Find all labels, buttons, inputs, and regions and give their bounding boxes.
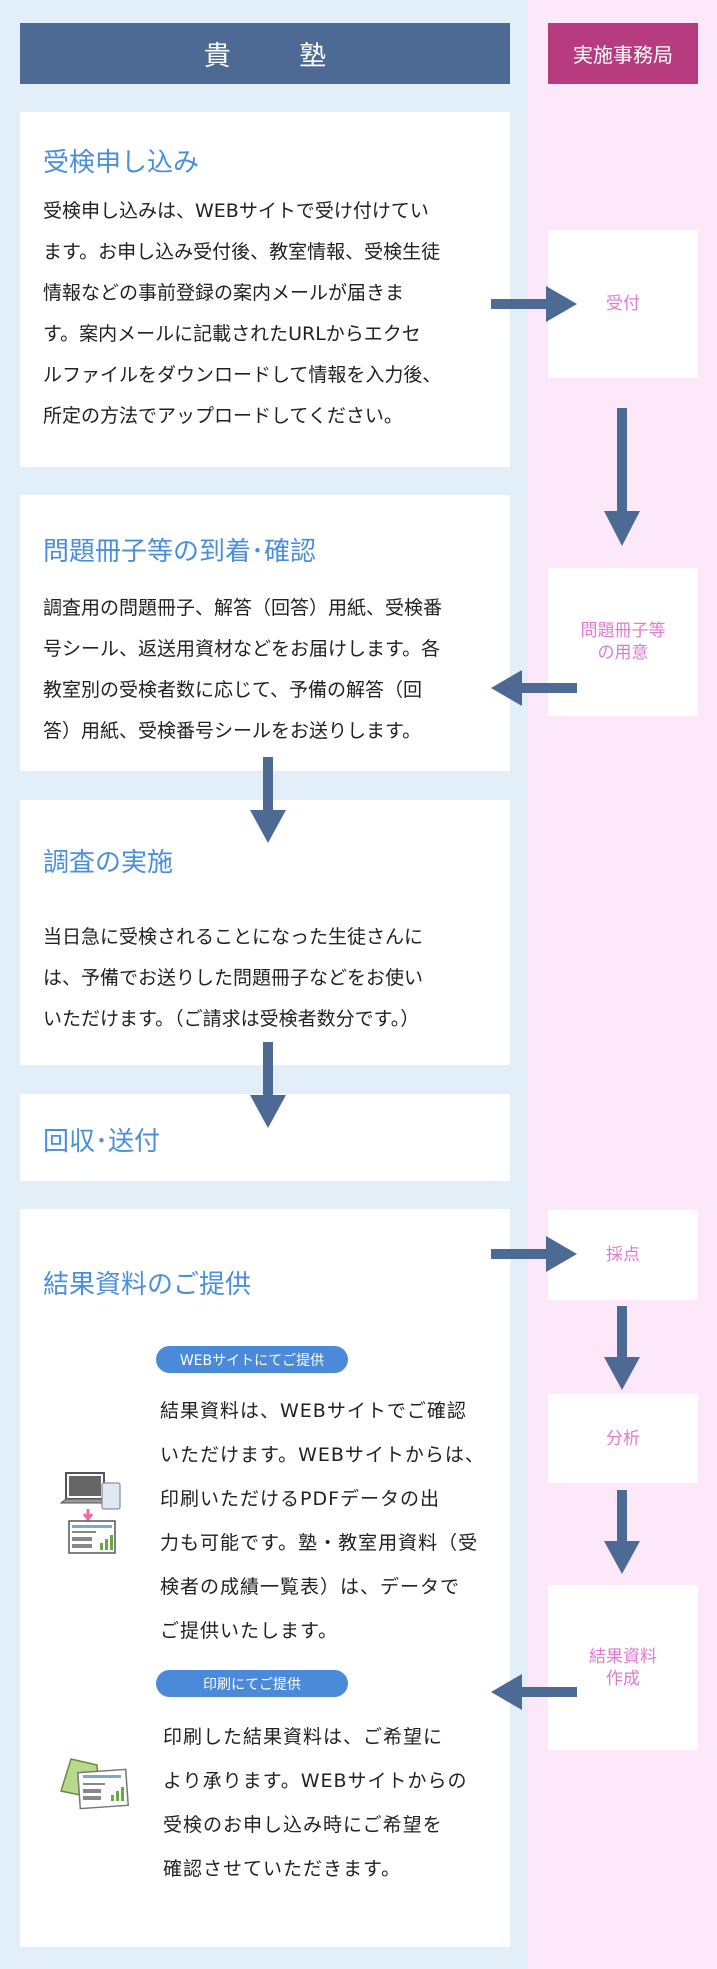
step-label: 分析 (606, 1428, 640, 1449)
step-label: 受付 (606, 294, 640, 314)
line: より承ります。WEBサイトからの (163, 1770, 468, 1792)
step-label: 結果資料 (589, 1646, 657, 1667)
step-analyze: 分析 (548, 1394, 698, 1483)
arrow-down-icon (604, 408, 640, 546)
step-label: 採点 (606, 1245, 640, 1265)
line: 検者の成績一覧表）は、データで (160, 1576, 461, 1598)
card-arrival: 問題冊子等の到着･確認 調査用の問題冊子、解答（回答）用紙、受検番 号シール、返… (20, 495, 510, 771)
arrow-left-icon (491, 1674, 577, 1710)
line: いただけます。（ご請求は受検者数分です。） (43, 1008, 420, 1030)
arrow-down-icon (250, 757, 286, 843)
arrow-right-icon (491, 1236, 577, 1272)
card-body: 調査用の問題冊子、解答（回答）用紙、受検番 号シール、返送用資材などをお届けしま… (43, 588, 442, 752)
step-label: 問題冊子等 (580, 621, 666, 641)
card-results: 結果資料のご提供 WEBサイトにてご提供 結果資料は、WEBサイトでご確認 いた… (20, 1209, 510, 1947)
line: 受検申し込みは、WEBサイトで受け付けてい (43, 200, 429, 222)
card-body: 受検申し込みは、WEBサイトで受け付けてい ます。お申し込み受付後、教室情報、受… (43, 191, 441, 437)
print-badge: 印刷にてご提供 (156, 1670, 348, 1697)
line: ご提供いたします。 (160, 1620, 339, 1642)
line: 確認させていただきます。 (163, 1858, 402, 1880)
line: 号シール、返送用資材などをお届けします。各 (43, 638, 441, 660)
line: 結果資料は、WEBサイトでご確認 (160, 1400, 467, 1422)
laptop-document-icon (60, 1472, 121, 1554)
card-title: 受検申し込み (43, 148, 200, 178)
line: 所定の方法でアップロードしてください。 (43, 405, 403, 427)
print-body: 印刷した結果資料は、ご希望に より承ります。WEBサイトからの 受検のお申し込み… (163, 1715, 468, 1891)
line: 当日急に受検されることになった生徒さんに (43, 926, 424, 948)
line: 力も可能です。塾・教室用資料（受 (160, 1532, 479, 1554)
arrow-down-icon (604, 1306, 640, 1390)
line: 印刷いただけるPDFデータの出 (160, 1488, 441, 1510)
line: いただけます。WEBサイトからは、 (160, 1444, 485, 1466)
school-header: 貴 塾 (20, 23, 510, 84)
card-title: 回収･送付 (43, 1127, 161, 1157)
card-title: 結果資料のご提供 (43, 1270, 252, 1300)
card-application: 受検申し込み 受検申し込みは、WEBサイトで受け付けてい ます。お申し込み受付後… (20, 112, 510, 467)
arrow-left-icon (491, 670, 577, 706)
printed-report-icon (60, 1758, 129, 1810)
step-report: 結果資料作成 (548, 1585, 698, 1750)
line: ルファイルをダウンロードして情報を入力後、 (43, 364, 442, 386)
line: 答）用紙、受検番号シールをお送りします。 (43, 720, 422, 742)
line: 情報などの事前登録の案内メールが届きま (43, 282, 405, 304)
line: は、予備でお送りした問題冊子などをお使い (43, 967, 424, 989)
line: 印刷した結果資料は、ご希望に (163, 1726, 444, 1748)
card-title: 調査の実施 (43, 848, 174, 878)
line: 教室別の受検者数に応じて、予備の解答（回 (43, 679, 423, 701)
web-badge: WEBサイトにてご提供 (156, 1346, 348, 1373)
step-label: 作成 (606, 1668, 640, 1689)
card-title: 問題冊子等の到着･確認 (43, 537, 317, 567)
line: す。案内メールに記載されたURLからエクセ (43, 323, 421, 345)
arrow-right-icon (491, 286, 577, 322)
line: 調査用の問題冊子、解答（回答）用紙、受検番 (43, 597, 443, 619)
arrow-down-icon (604, 1490, 640, 1574)
line: 受検のお申し込み時にご希望を (163, 1814, 443, 1836)
line: ます。お申し込み受付後、教室情報、受検生徒 (43, 241, 441, 263)
card-survey: 調査の実施 当日急に受検されることになった生徒さんに は、予備でお送りした問題冊… (20, 800, 510, 1065)
step-label: の用意 (597, 643, 649, 663)
office-header: 実施事務局 (548, 23, 698, 84)
arrow-down-icon (250, 1042, 286, 1128)
web-body: 結果資料は、WEBサイトでご確認 いただけます。WEBサイトからは、 印刷いただ… (160, 1389, 485, 1653)
card-body: 当日急に受検されることになった生徒さんに は、予備でお送りした問題冊子などをお使… (43, 917, 423, 1040)
